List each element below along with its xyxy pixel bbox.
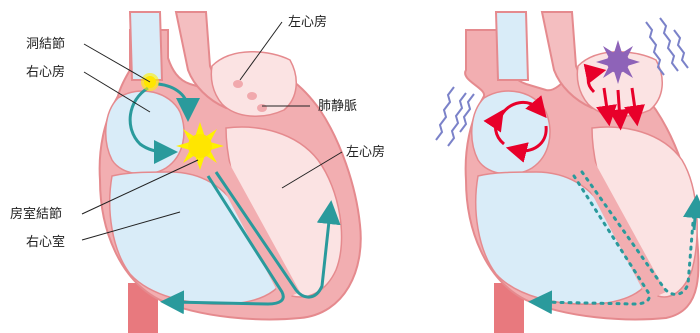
av-node-spark-icon — [176, 122, 224, 170]
pulmonary-vein-opening — [257, 104, 267, 112]
label-right-ventricle: 右心室 — [26, 234, 65, 250]
right-atrium-chamber — [472, 91, 550, 174]
arrhythmia-heart — [436, 12, 698, 333]
label-left-atrium-right: 左心房 — [346, 144, 385, 160]
label-left-atrium-top: 左心房 — [288, 14, 327, 30]
right-atrium-chamber — [106, 91, 184, 174]
superior-vena-cava — [130, 12, 162, 80]
dotted-conduction-left-tip — [694, 206, 696, 230]
label-right-atrium: 右心房 — [26, 64, 65, 80]
label-av-node: 房室結節 — [10, 206, 62, 222]
normal-heart: 洞結節 右心房 左心房 肺静脈 左心房 房室結節 右心室 — [10, 12, 385, 333]
label-sinus-node: 洞結節 — [26, 37, 65, 52]
superior-vena-cava — [496, 12, 528, 80]
pulmonary-vein-opening — [233, 80, 243, 88]
pulmonary-vein-opening — [247, 92, 257, 100]
label-pulmonary-vein: 肺静脈 — [318, 99, 357, 114]
